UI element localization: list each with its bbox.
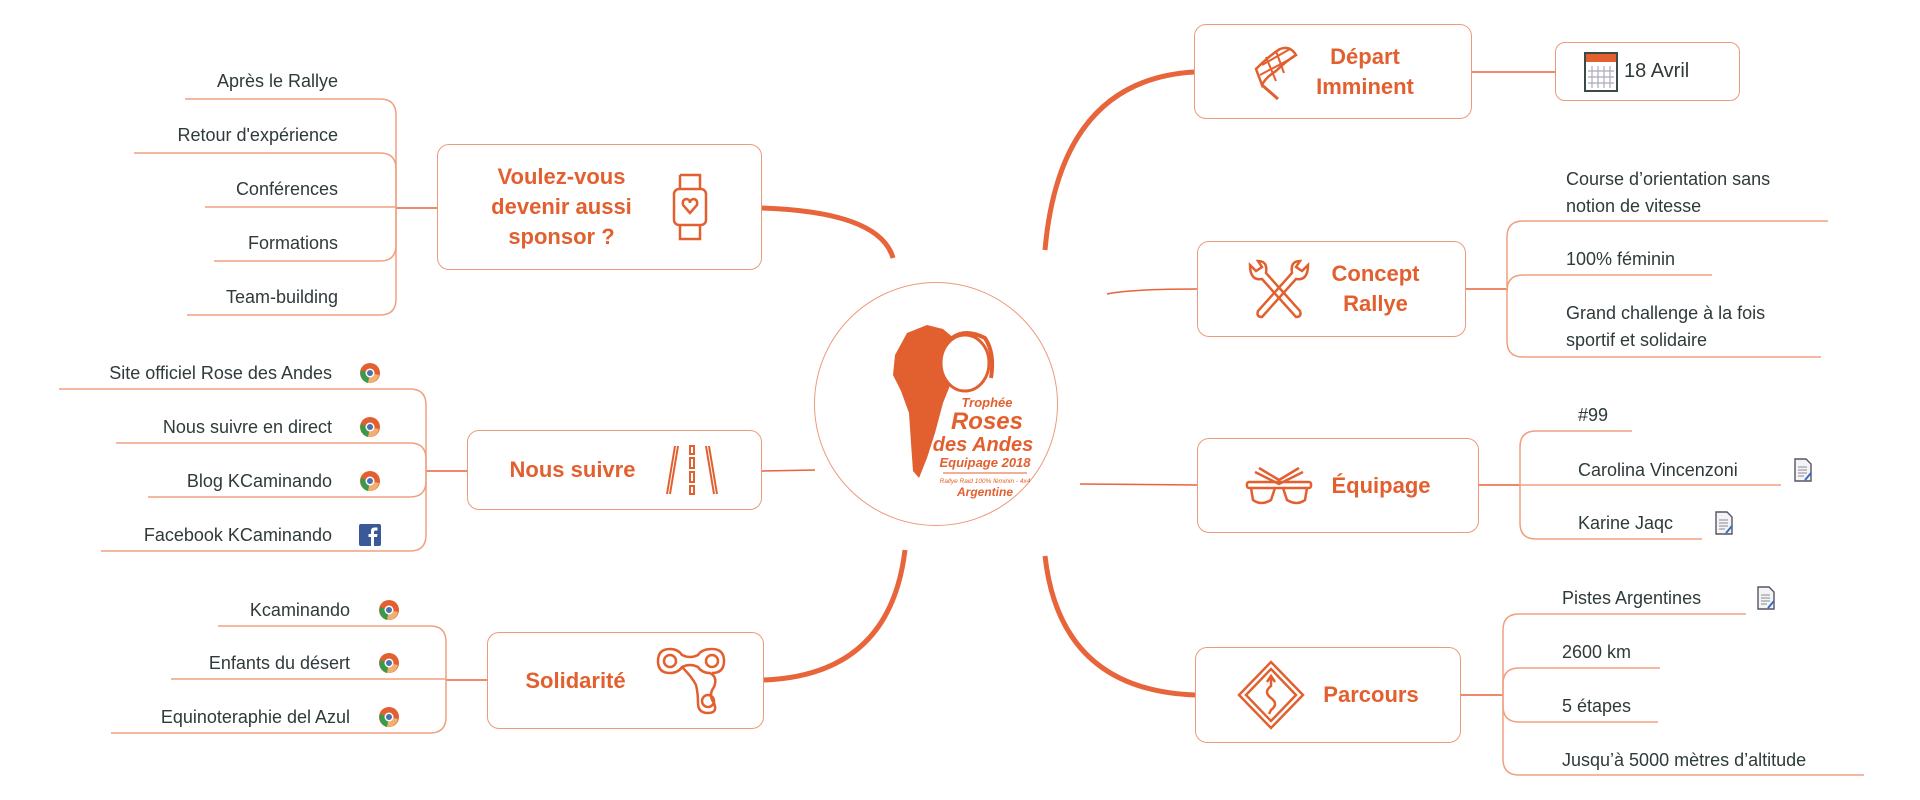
item-text: sportif et solidaire [1566, 330, 1708, 350]
chrome-link-icon[interactable] [378, 652, 400, 679]
connector [763, 549, 908, 683]
chain-link-icon [656, 647, 725, 714]
sponsor-item[interactable]: Formations [247, 233, 338, 253]
concept-item[interactable]: 100% féminin [1566, 249, 1676, 269]
concept-item[interactable]: Course d’orientation sans notion de vites… [1566, 166, 1770, 220]
connector [1519, 485, 1702, 540]
connector [111, 680, 447, 734]
connector [1506, 274, 1712, 292]
topic-nous-suivre[interactable]: Nous suivre [467, 430, 762, 510]
logo-text: Roses [951, 408, 1023, 435]
goggles-icon [1246, 466, 1313, 504]
topic-title: Voulez-vous [497, 164, 626, 189]
connector [1502, 695, 1864, 776]
topic-solidarite[interactable]: Solidarité [487, 632, 764, 729]
topic-equipage[interactable]: Équipage [1197, 438, 1479, 533]
note-icon[interactable] [1714, 511, 1734, 540]
chrome-link-icon[interactable] [359, 362, 381, 389]
connector [187, 208, 397, 316]
note-icon[interactable] [1756, 586, 1776, 615]
suivre-item[interactable]: Nous suivre en direct [162, 417, 332, 437]
topic-title: Imminent [1316, 73, 1414, 99]
logo-text: Trophée [961, 395, 1012, 410]
sponsor-item[interactable]: Après le Rallye [216, 71, 338, 91]
note-icon[interactable] [1793, 458, 1813, 487]
topic-title: Solidarité [525, 667, 626, 693]
equipage-item[interactable]: #99 [1578, 405, 1609, 425]
solidarite-item[interactable]: Kcaminando [249, 600, 350, 620]
connector [218, 625, 447, 680]
concept-item[interactable]: Grand challenge à la fois sportif et soli… [1566, 300, 1765, 354]
topic-title: Équipage [1331, 472, 1431, 498]
item-text: Course d’orientation sans [1566, 169, 1771, 189]
smartwatch-heart-icon [672, 173, 708, 241]
sponsor-item[interactable]: Team-building [225, 287, 338, 307]
sponsor-item[interactable]: Retour d'expérience [177, 125, 338, 145]
topic-title: Rallye [1343, 291, 1408, 316]
date-label: 18 Avril [1624, 60, 1690, 82]
topic-title: Départ [1330, 43, 1400, 69]
connector [1519, 430, 1632, 485]
connector [59, 388, 427, 471]
chrome-link-icon[interactable] [378, 706, 400, 733]
solidarite-item[interactable]: Enfants du désert [208, 653, 350, 673]
logo-text: Equipage 2018 [939, 455, 1031, 470]
calendar-icon [1584, 51, 1618, 92]
sponsor-item[interactable]: Conférences [235, 179, 338, 199]
connector [1506, 220, 1828, 289]
suivre-item[interactable]: Blog KCaminando [186, 471, 332, 491]
connector [1079, 483, 1198, 486]
road-icon [666, 445, 719, 495]
connector [185, 98, 397, 208]
topic-parcours[interactable]: Parcours [1195, 647, 1461, 743]
connector [116, 442, 427, 471]
solidarite-item[interactable]: Equinoteraphie del Azul [160, 707, 350, 727]
connector [101, 471, 427, 552]
central-topic-logo[interactable]: Trophée Roses des Andes Equipage 2018 Ra… [814, 282, 1058, 526]
date-node[interactable]: 18 Avril [1555, 42, 1740, 101]
item-text: notion de vitesse [1566, 196, 1702, 216]
roses-des-andes-logo: Trophée Roses des Andes Equipage 2018 Ra… [893, 325, 1033, 499]
topic-title: devenir aussi [491, 194, 632, 219]
connector [761, 469, 816, 472]
winding-road-sign-icon [1237, 660, 1306, 730]
parcours-item[interactable]: 5 étapes [1562, 696, 1632, 716]
equipage-item[interactable]: Carolina Vincenzoni [1578, 460, 1738, 480]
item-text: Grand challenge à la fois [1566, 303, 1766, 323]
connector [1502, 613, 1746, 695]
topic-sponsor[interactable]: Voulez-vous devenir aussi sponsor ? [437, 144, 762, 270]
facebook-icon[interactable] [359, 524, 381, 551]
chrome-link-icon[interactable] [378, 599, 400, 626]
connector [1506, 289, 1821, 358]
suivre-item[interactable]: Facebook KCaminando [143, 525, 332, 545]
suivre-item[interactable]: Site officiel Rose des Andes [109, 363, 332, 383]
connector [761, 205, 896, 259]
checkered-flag-icon [1254, 46, 1298, 100]
logo-text: des Andes [933, 434, 1033, 456]
chrome-link-icon[interactable] [359, 470, 381, 497]
parcours-item[interactable]: 2600 km [1562, 642, 1632, 662]
topic-title: Concept [1331, 261, 1420, 286]
parcours-item[interactable]: Pistes Argentines [1562, 588, 1702, 608]
connector [1502, 667, 1660, 695]
parcours-item[interactable]: Jusqu’à 5000 mètres d’altitude [1562, 750, 1807, 770]
chrome-link-icon[interactable] [359, 416, 381, 443]
equipage-item[interactable]: Karine Jaqc [1578, 513, 1674, 533]
logo-text: Rallye Raid 100% féminin - 4x4 [940, 478, 1031, 485]
wrench-tools-icon [1248, 259, 1309, 319]
topic-title: Nous suivre [509, 457, 636, 482]
connector [134, 152, 397, 208]
topic-title: Parcours [1323, 682, 1419, 707]
logo-text: Argentine [956, 485, 1013, 499]
connector [1042, 555, 1196, 698]
connector [1042, 69, 1195, 251]
connector [1106, 288, 1198, 295]
topic-title: sponsor ? [508, 224, 615, 249]
